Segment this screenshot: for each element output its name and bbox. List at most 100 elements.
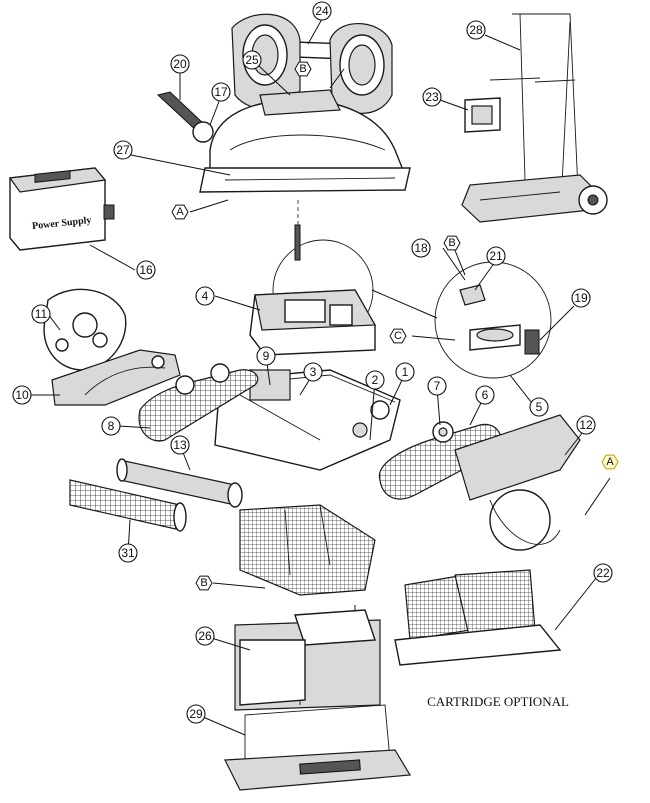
callout-circle <box>256 346 276 366</box>
callout-circle <box>113 140 133 160</box>
cartridge <box>394 569 562 666</box>
hexagon-tag-shape <box>195 575 213 591</box>
hexagon-tag-shape <box>443 235 461 251</box>
callout-circle <box>211 82 231 102</box>
callout-circle <box>170 435 190 455</box>
callout-23: 23 <box>422 87 442 107</box>
callout-5: 5 <box>529 397 549 417</box>
power-supply: Power Supply <box>8 167 115 251</box>
callout-circle <box>529 397 549 417</box>
callout-22: 22 <box>593 563 613 583</box>
callout-number: 2 <box>372 373 379 387</box>
letter-tag-text: A <box>176 206 184 218</box>
callout-18: 18 <box>411 238 431 258</box>
callout-27: 27 <box>113 140 133 160</box>
callout-circle <box>422 87 442 107</box>
callout-number: 17 <box>214 85 228 99</box>
motor-unit <box>249 200 377 356</box>
callout-circle <box>312 1 332 21</box>
callout-number: 9 <box>263 349 270 363</box>
callout-number: 27 <box>116 143 130 157</box>
callout-circle <box>411 238 431 258</box>
letter-tag-text: B <box>448 237 455 249</box>
callout-26: 26 <box>195 626 215 646</box>
callout-circle <box>475 385 495 405</box>
side-frame-left <box>51 349 181 406</box>
letter-tag-text: A <box>606 456 614 468</box>
callout-28: 28 <box>466 20 486 40</box>
letter-tag-a2: A <box>601 454 619 470</box>
letter-tag-b1: B <box>294 61 312 77</box>
callout-circle <box>101 416 121 436</box>
callout-number: 22 <box>596 566 610 580</box>
hexagon-tag-shape <box>294 61 312 77</box>
hexagon-tag-shape <box>389 328 407 344</box>
letter-tag-text: B <box>299 63 306 75</box>
letter-tag-a1: A <box>171 204 189 220</box>
callout-7: 7 <box>427 376 447 396</box>
callout-number: 19 <box>574 291 588 305</box>
callout-circle <box>466 20 486 40</box>
filter-basket <box>239 504 376 612</box>
callout-12: 12 <box>576 415 596 435</box>
callout-number: 3 <box>310 365 317 379</box>
track-left <box>138 363 259 442</box>
callout-3: 3 <box>303 362 323 382</box>
callout-number: 18 <box>414 241 428 255</box>
callout-circle <box>593 563 613 583</box>
callout-circle <box>170 54 190 74</box>
callout-circle <box>303 362 323 382</box>
roller <box>116 458 243 508</box>
callout-11: 11 <box>31 304 51 324</box>
callout-number: 31 <box>121 546 135 560</box>
callout-number: 26 <box>198 629 212 643</box>
bottom-tray <box>224 704 412 791</box>
track-right <box>378 421 502 500</box>
callout-9: 9 <box>256 346 276 366</box>
side-plate-left <box>43 288 127 371</box>
callout-circle <box>195 626 215 646</box>
callout-19: 19 <box>571 288 591 308</box>
callout-number: 4 <box>202 289 209 303</box>
callout-number: 16 <box>139 263 153 277</box>
brush <box>69 479 187 532</box>
callout-number: 5 <box>536 400 543 414</box>
letter-tag-text: B <box>200 577 207 589</box>
callout-number: 21 <box>489 249 503 263</box>
callout-24: 24 <box>312 1 332 21</box>
callout-6: 6 <box>475 385 495 405</box>
callout-number: 24 <box>315 4 329 18</box>
callout-number: 11 <box>35 307 48 321</box>
callout-4: 4 <box>195 286 215 306</box>
callout-2: 2 <box>365 370 385 390</box>
hexagon-tag-shape <box>601 454 619 470</box>
letter-tag-b2: B <box>443 235 461 251</box>
callout-circle <box>365 370 385 390</box>
callout-circle <box>427 376 447 396</box>
callout-number: 8 <box>108 419 115 433</box>
callout-circle <box>576 415 596 435</box>
callout-17: 17 <box>211 82 231 102</box>
callout-1: 1 <box>395 362 415 382</box>
callout-number: 7 <box>434 379 441 393</box>
callout-number: 20 <box>173 57 187 71</box>
callout-8: 8 <box>101 416 121 436</box>
callout-circle <box>242 50 262 70</box>
chassis <box>214 369 401 471</box>
callout-circle <box>195 286 215 306</box>
callout-circle <box>31 304 51 324</box>
callout-31: 31 <box>118 543 138 563</box>
callout-number: 12 <box>579 418 593 432</box>
callout-number: 1 <box>402 365 409 379</box>
callout-circle <box>571 288 591 308</box>
callout-29: 29 <box>186 704 206 724</box>
callout-number: 10 <box>15 388 29 402</box>
callout-number: 25 <box>245 53 259 67</box>
letter-tag-b3: B <box>195 575 213 591</box>
callout-20: 20 <box>170 54 190 74</box>
callout-number: 28 <box>469 23 483 37</box>
filter-bag <box>234 609 381 711</box>
top-cover-assembly <box>156 13 411 193</box>
